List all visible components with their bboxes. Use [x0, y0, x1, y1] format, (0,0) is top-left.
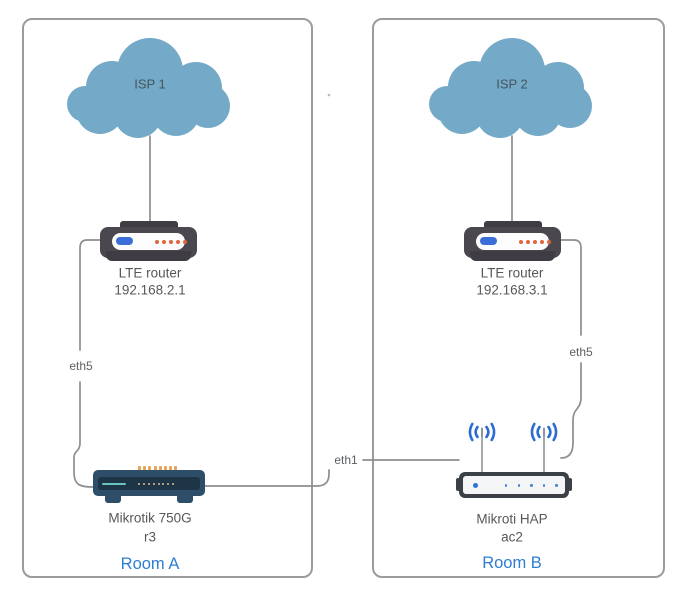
hap-led-row: [505, 484, 558, 487]
router-a-label: LTE router: [118, 265, 182, 281]
isp2-label: ISP 2: [496, 76, 528, 92]
lte-router-a-device: [100, 221, 197, 262]
hap-side-tab: [568, 478, 572, 491]
switch-port-row: [138, 466, 178, 473]
router-a-ip: 192.168.2.1: [114, 282, 186, 298]
cable-750g-eth1-left: [204, 469, 330, 487]
cable-routerA-eth5-upper: [79, 239, 101, 351]
wifi-icon: [466, 420, 498, 444]
router-base: [106, 251, 191, 261]
router-led-row: [519, 240, 551, 244]
switch-accent-bar: [102, 482, 126, 486]
room-b-boundary: [372, 18, 665, 578]
cloud-icon-isp2: [429, 38, 592, 138]
hap-power-led: [473, 483, 478, 488]
port-label-eth1: eth1: [332, 453, 360, 467]
router-b-ip: 192.168.3.1: [476, 282, 548, 298]
switch-foot: [177, 496, 193, 503]
router-status-led: [480, 237, 497, 245]
router-top-tab: [120, 221, 178, 230]
lte-router-b-device: [464, 221, 561, 262]
room-b-label: Room B: [482, 553, 542, 572]
hap-side-tab: [456, 478, 460, 491]
hap-front-panel: [463, 476, 565, 494]
port-label-eth5-a: eth5: [67, 359, 95, 373]
router-led-row: [155, 240, 187, 244]
cable-routerB-eth5-upper: [560, 239, 582, 336]
switch-foot: [105, 496, 121, 503]
switch-led-row: [138, 482, 175, 485]
mikrotik-750g-device: [93, 466, 205, 503]
router-b-label: LTE router: [480, 265, 544, 281]
hap-label: Mikroti HAP: [476, 511, 548, 527]
room-a-boundary: [22, 18, 313, 578]
router-top-tab: [484, 221, 542, 230]
cable-routerA-eth5-lower: [73, 381, 94, 488]
port-label-eth5-b: eth5: [567, 345, 595, 359]
cable-routerB-eth5-lower: [560, 362, 582, 459]
stray-dot: [327, 93, 331, 97]
router-base: [470, 251, 555, 261]
cloud-icon-isp1: [67, 38, 230, 138]
switch-sub-label: r3: [143, 529, 157, 545]
hap-sub-label: ac2: [501, 529, 523, 545]
router-status-led: [116, 237, 133, 245]
wifi-icon: [528, 420, 560, 444]
room-a-label: Room A: [120, 554, 180, 573]
switch-label: Mikrotik 750G: [108, 510, 192, 526]
mikrotik-hap-device: [456, 472, 572, 498]
isp1-label: ISP 1: [134, 76, 166, 92]
